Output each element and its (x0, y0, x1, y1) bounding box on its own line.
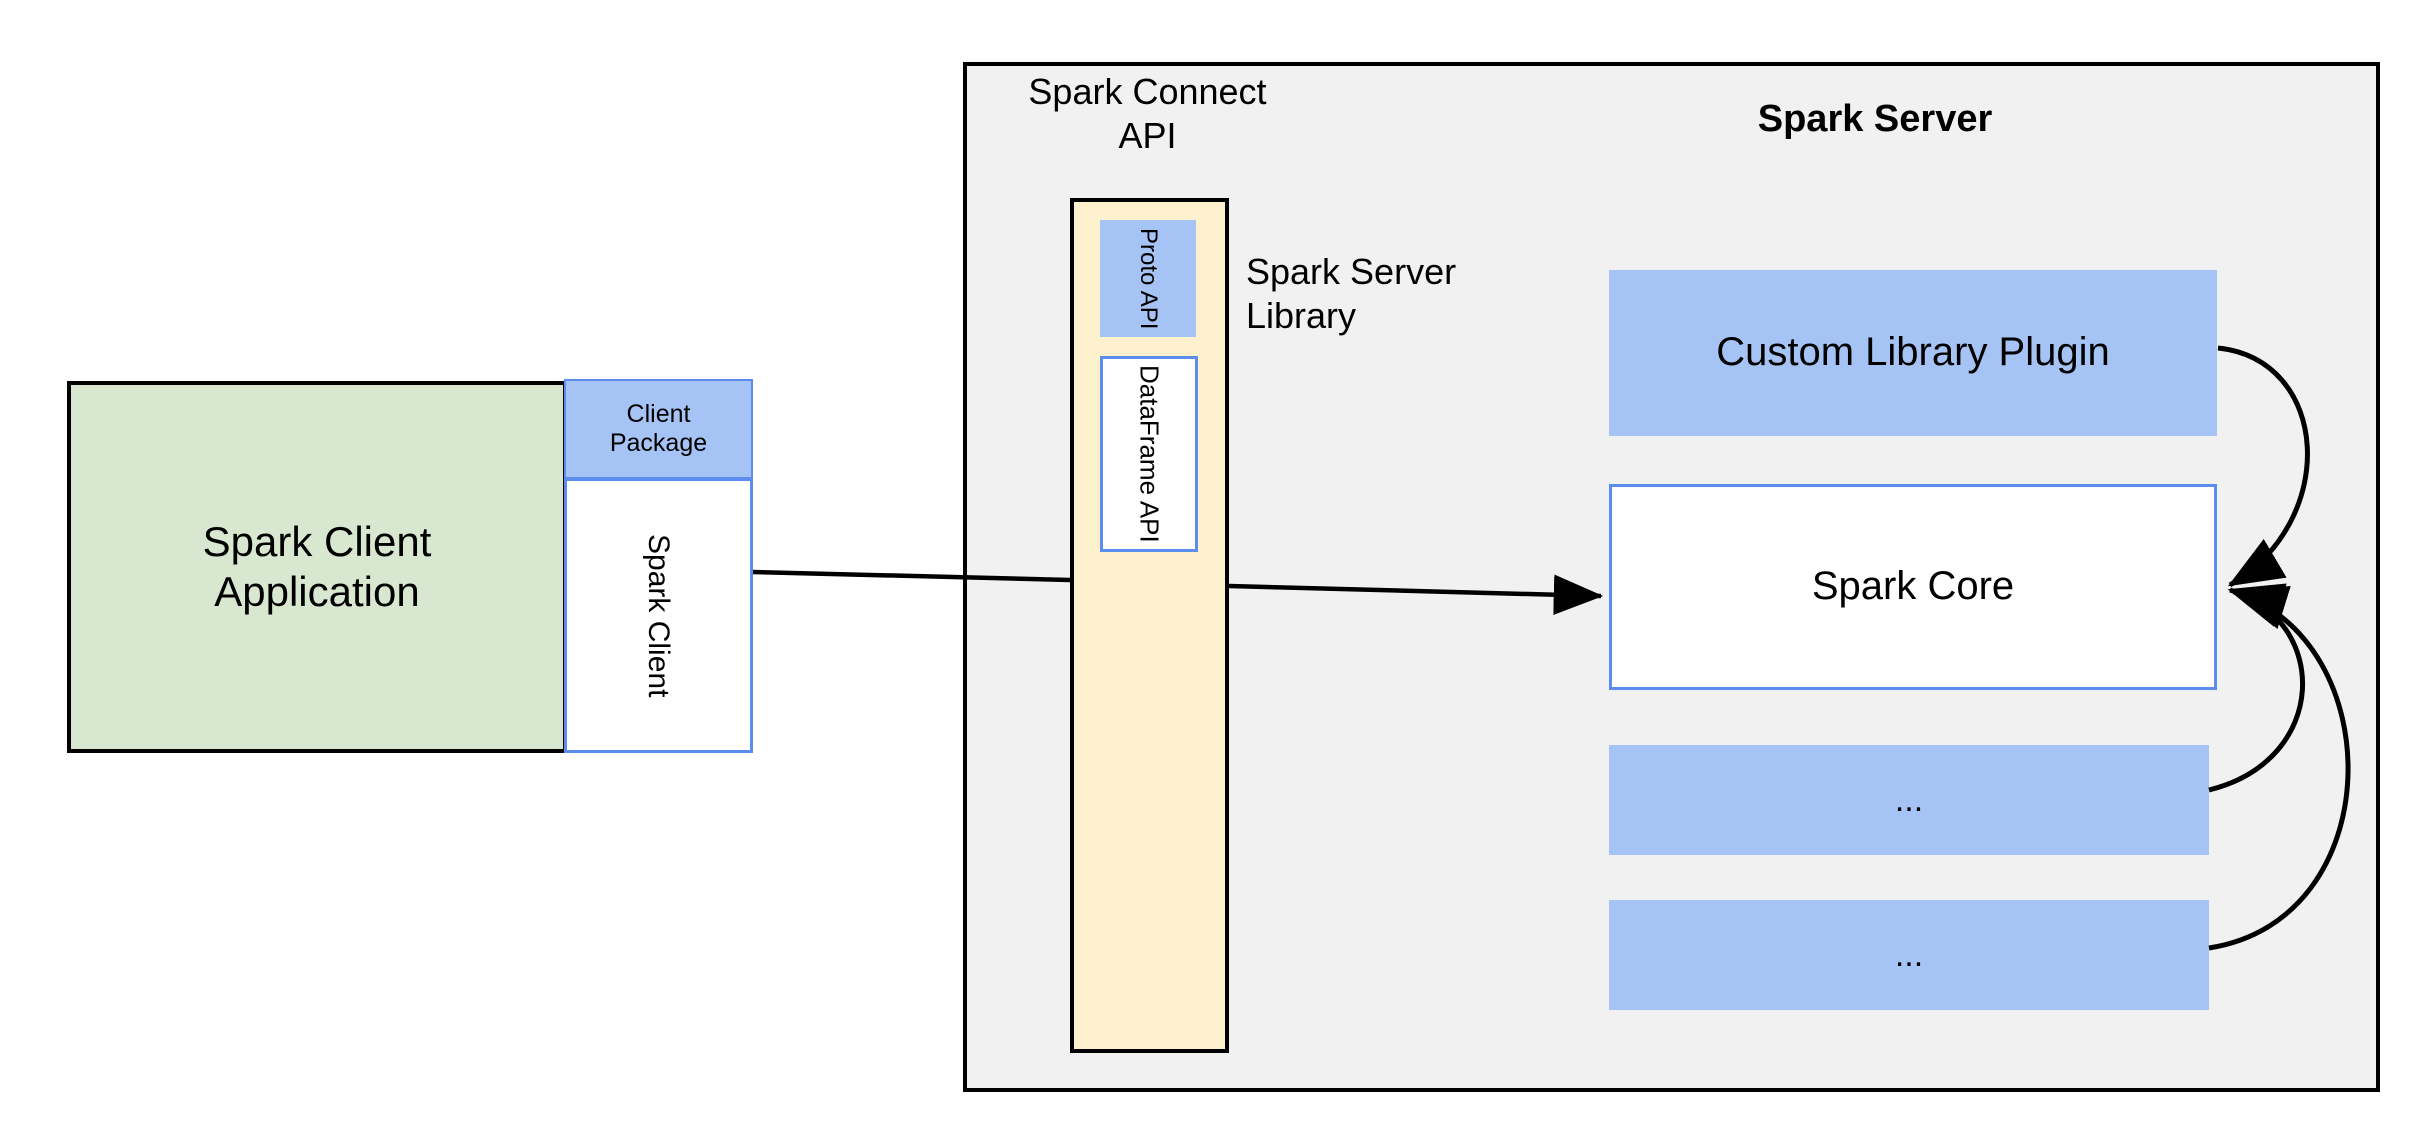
ellipsis-two-label: ... (1894, 935, 1924, 974)
spark-core-box[interactable]: Spark Core (1609, 484, 2217, 690)
spark-core-label: Spark Core (1811, 564, 2015, 609)
proto-api-label: Proto API (1135, 227, 1163, 330)
proto-api-box[interactable]: Proto API (1100, 220, 1196, 337)
custom-library-plugin-label: Custom Library Plugin (1716, 330, 2110, 375)
spark-server-title: Spark Server (1757, 98, 1993, 140)
spark-server-library-label: Spark Server Library (1246, 251, 1457, 336)
dataframe-api-label: DataFrame API (1134, 365, 1165, 543)
client-package-label: Client Package (609, 399, 708, 458)
client-package-box[interactable]: Client Package (564, 379, 753, 479)
spark-client-application-label: Spark Client Application (202, 518, 432, 615)
spark-connect-api-column (1070, 198, 1229, 1053)
ellipsis-one-label: ... (1894, 780, 1924, 819)
spark-client-box[interactable]: Spark Client (564, 478, 753, 753)
ellipsis-box-two[interactable]: ... (1609, 900, 2209, 1010)
spark-connect-api-label: Spark Connect API (1028, 71, 1267, 156)
spark-client-application-box[interactable]: Spark Client Application (67, 381, 567, 753)
ellipsis-box-one[interactable]: ... (1609, 745, 2209, 855)
custom-library-plugin-box[interactable]: Custom Library Plugin (1609, 270, 2217, 436)
dataframe-api-box[interactable]: DataFrame API (1100, 356, 1198, 552)
spark-client-label: Spark Client (642, 533, 676, 698)
